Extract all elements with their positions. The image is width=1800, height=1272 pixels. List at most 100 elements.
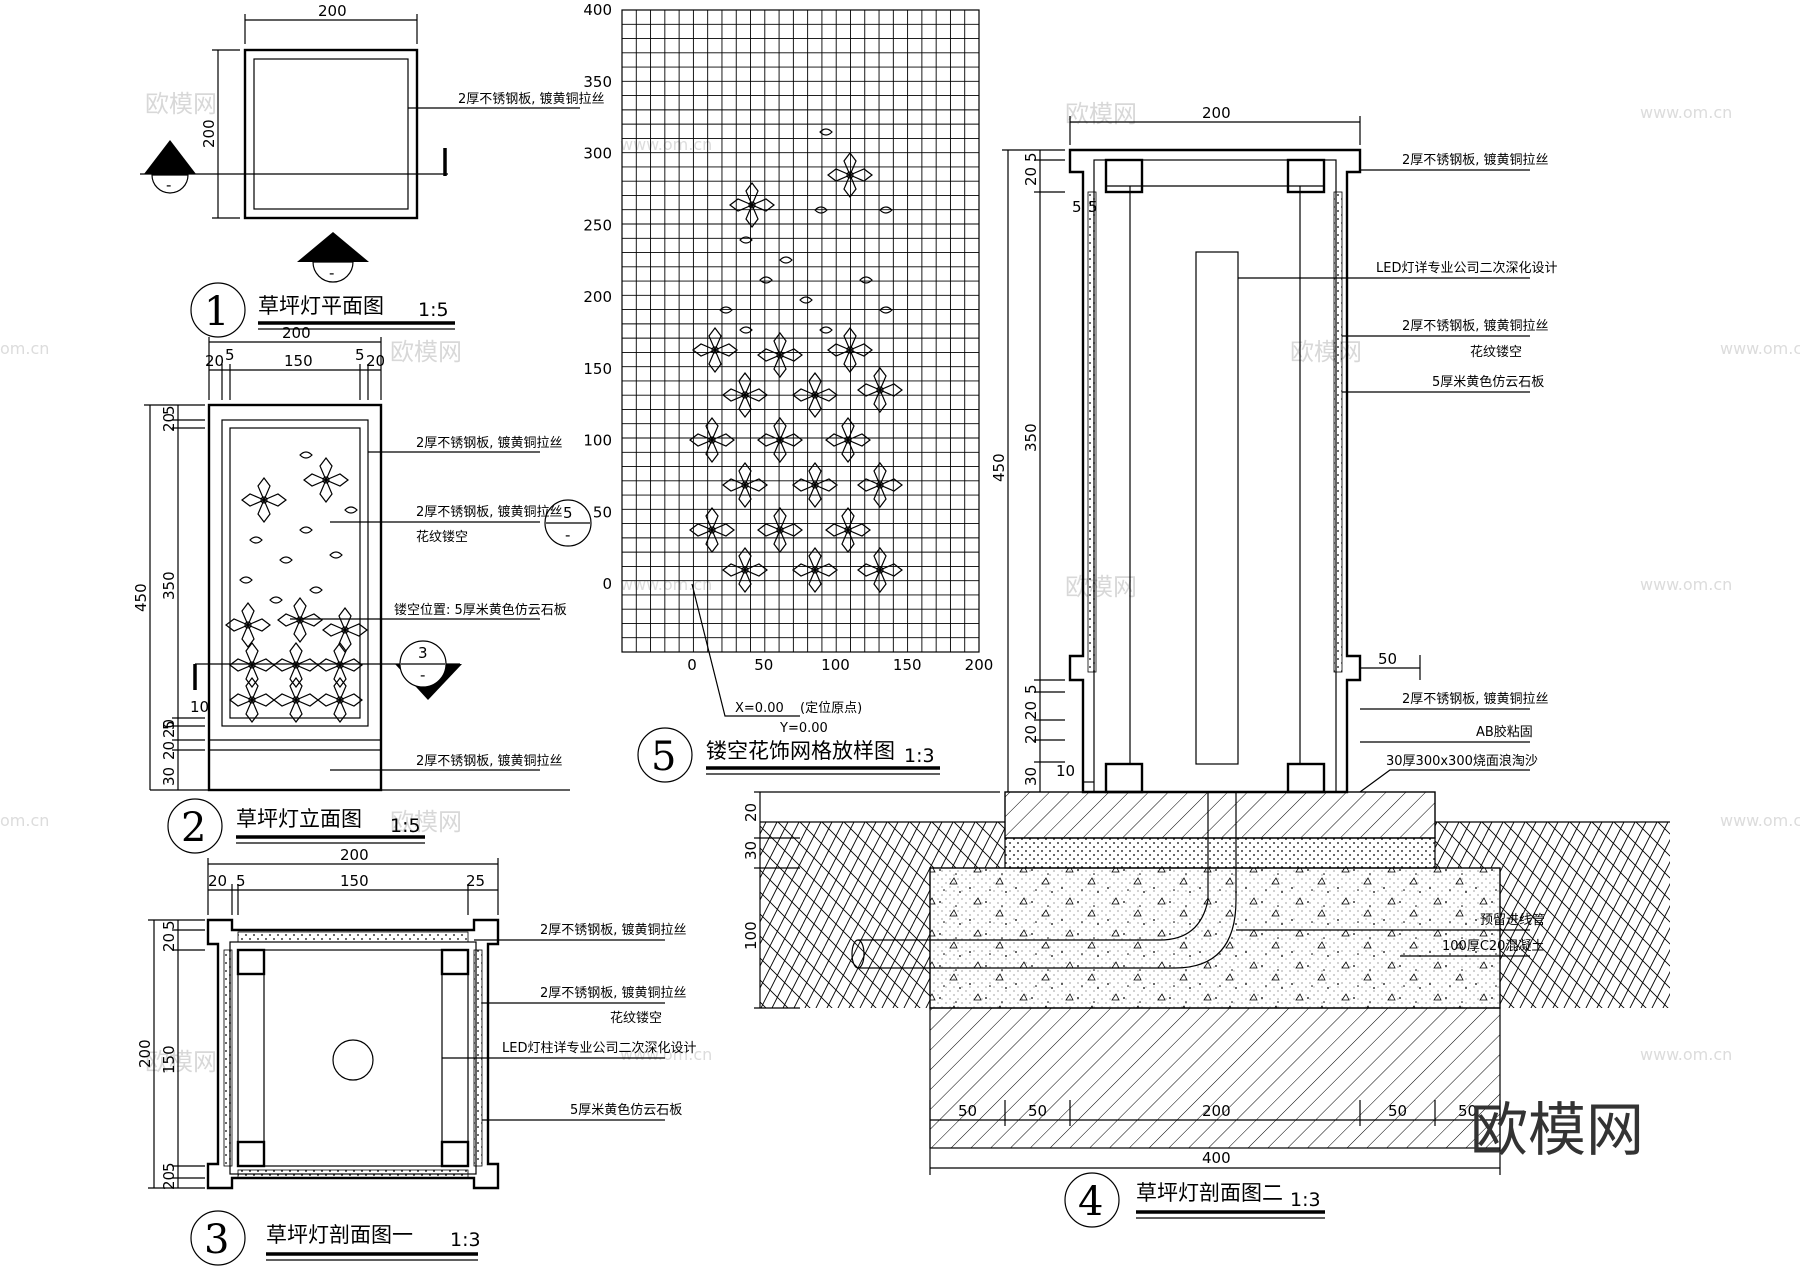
dim-5-top: 5	[160, 405, 178, 415]
grid-x-tick-label: 0	[687, 656, 697, 674]
elev-note-4: 镂空位置: 5厚米黄色仿云石板	[394, 602, 567, 618]
grid-title-number: 5	[651, 734, 676, 780]
sect1-note-4: LED灯柱详专业公司二次深化设计	[502, 1040, 696, 1056]
dim-5-top: 5	[160, 920, 178, 930]
watermark-url: www.om.cn	[1640, 575, 1732, 594]
dim-right-50: 50	[1378, 650, 1397, 668]
dim-bottom-a: 50	[958, 1102, 977, 1120]
elevation-view: 200 20 5 150 5 20 450 350 5 20 20 5 20 3…	[132, 324, 592, 854]
grid-x-tick-label: 50	[754, 656, 773, 674]
grid-x-tick-label: 150	[893, 656, 922, 674]
dim-ground-20: 20	[742, 803, 760, 822]
grid-x-ticks: 0 50 100 150 200	[687, 656, 993, 674]
elev-note-1: 2厚不锈钢板, 镀黄铜拉丝	[416, 435, 563, 451]
grid-y-tick-label: 150	[583, 360, 612, 378]
dim-b: 5	[236, 872, 246, 890]
elev-marker-a-dash: -	[565, 526, 570, 544]
elev-scale: 1:5	[390, 815, 421, 837]
dim-20-low: 20	[160, 719, 178, 738]
dim-height-total: 450	[990, 453, 1008, 482]
dim-a: 20	[208, 872, 227, 890]
dim-5-low: 5	[160, 720, 178, 730]
watermark-url: www.om.cn	[620, 1045, 712, 1064]
dim-20-base: 20	[1022, 725, 1040, 744]
plan-marker-b: 2	[328, 244, 338, 262]
dim-height-mid: 350	[160, 571, 178, 600]
watermarks: 欧模网 欧模网 欧模网 欧模网 欧模网 欧模网 欧模网 www.om.cn ww…	[0, 90, 1800, 1076]
watermark-url: www.om.cn	[1640, 103, 1732, 122]
dim-20-base: 20	[160, 741, 178, 760]
sect1-title: 草坪灯剖面图一	[266, 1223, 413, 1247]
section-2-view: 200 450 350 5 20 5 5 20 5 20 30 10 20 30…	[742, 104, 1670, 1228]
dim-bottom-c: 200	[1202, 1102, 1231, 1120]
dim-20-low: 20	[1022, 701, 1040, 720]
watermark-url: www.om.cn	[1720, 811, 1800, 830]
grid-y-tick-label: 250	[583, 216, 612, 234]
elev-note-5: 2厚不锈钢板, 镀黄铜拉丝	[416, 753, 563, 769]
elev-title-number: 2	[181, 805, 206, 851]
plan-title-number: 1	[204, 289, 229, 335]
grid-x-tick-label: 200	[965, 656, 994, 674]
watermark-text: 欧模网	[1065, 573, 1137, 601]
dim-a: 20	[205, 352, 224, 370]
sect1-note-1: 2厚不锈钢板, 镀黄铜拉丝	[540, 922, 687, 938]
dim-width-total: 200	[340, 846, 369, 864]
watermark-text: 欧模网	[145, 90, 217, 118]
watermark-text: 欧模网	[1065, 100, 1137, 128]
dim-c: 150	[340, 872, 369, 890]
layout-grid	[621, 9, 980, 653]
grid-origin-x: X=0.00	[735, 701, 784, 716]
dim-20-top: 20	[160, 413, 178, 432]
grid-origin-note: (定位原点)	[800, 701, 862, 716]
grid-scale: 1:3	[904, 745, 935, 767]
plan-title: 草坪灯平面图	[258, 294, 384, 318]
dim-height-total: 200	[136, 1039, 154, 1068]
watermark-text: 欧模网	[1290, 338, 1362, 366]
dim-e: 20	[366, 352, 385, 370]
grid-y-tick-label: 400	[583, 1, 612, 19]
plan-marker-a: 4	[164, 156, 174, 174]
elev-marker-b: 3	[418, 644, 428, 662]
dim-20-top: 20	[1022, 167, 1040, 186]
section-1-view: 200 20 5 150 25 200 150 5 20 20 5 2厚不锈钢板…	[136, 846, 696, 1266]
grid-y-tick-label: 200	[583, 288, 612, 306]
dim-30-base: 30	[1022, 767, 1040, 786]
dim-bottom-b: 50	[1028, 1102, 1047, 1120]
plan-note: 2厚不锈钢板, 镀黄铜拉丝	[458, 91, 605, 107]
sect2-note-5: 5厚米黄色仿云石板	[1432, 374, 1544, 390]
grid-x-tick-label: 100	[821, 656, 850, 674]
elev-marker-a: 5	[563, 504, 573, 522]
grid-y-tick-label: 300	[583, 145, 612, 163]
dim-bottom-e: 50	[1458, 1102, 1477, 1120]
dim-d: 25	[466, 872, 485, 890]
dim-bottom-d: 50	[1388, 1102, 1407, 1120]
plan-scale: 1:5	[418, 299, 449, 321]
dim-ground-30: 30	[742, 841, 760, 860]
dim-10: 10	[190, 698, 209, 716]
dim-5-bottom: 5	[160, 1162, 178, 1172]
sect2-note-7: AB胶粘固	[1476, 724, 1533, 740]
sect1-note-3: 花纹镂空	[610, 1010, 662, 1026]
elev-title: 草坪灯立面图	[236, 807, 362, 831]
grid-origin-y: Y=0.00	[779, 721, 828, 736]
grid-y-tick-label: 100	[583, 432, 612, 450]
sect1-note-5: 5厚米黄色仿云石板	[570, 1102, 682, 1118]
grid-y-tick-label: 50	[593, 503, 612, 521]
grid-y-tick-label: 0	[602, 575, 612, 593]
plan-marker-a-dash: -	[166, 176, 171, 194]
elev-note-3: 花纹镂空	[416, 529, 468, 545]
elev-marker-b-dash: -	[420, 666, 425, 684]
dim-20-bottom: 20	[160, 1171, 178, 1190]
brand-logo: 欧模网	[1470, 1096, 1644, 1164]
dim-height-total: 450	[132, 583, 150, 612]
dim-b: 5	[225, 346, 235, 364]
watermark-url: www.om.cn	[1640, 1045, 1732, 1064]
watermark-text: 欧模网	[390, 338, 462, 366]
grid-title: 镂空花饰网格放样图	[706, 739, 895, 763]
plan-marker-b-dash: -	[329, 264, 334, 282]
dim-width: 200	[318, 2, 347, 20]
plan-view: 200 200 2厚不锈钢板, 镀黄铜拉丝 4 - 2 - 1 草坪灯平面图 1…	[140, 2, 605, 338]
watermark-url: om.cn	[0, 811, 49, 830]
